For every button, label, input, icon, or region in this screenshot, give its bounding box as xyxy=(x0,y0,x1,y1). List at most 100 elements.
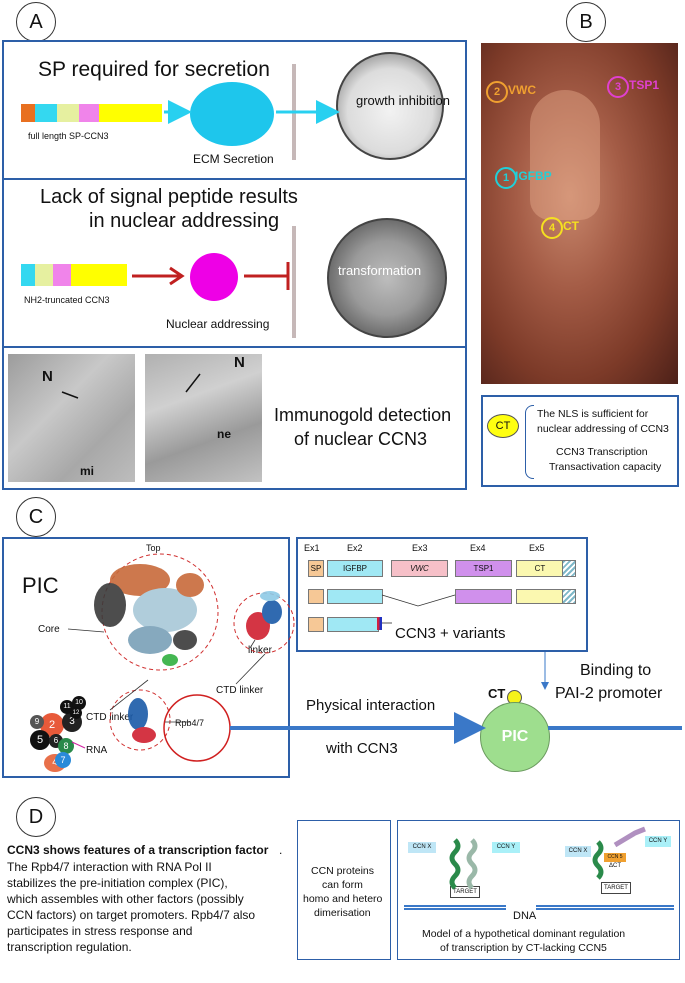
domain-utr xyxy=(562,560,576,577)
sec1-plate-label-1: growth inhibition xyxy=(356,93,450,108)
subunit-ball-7: 7 xyxy=(55,752,71,768)
model-line2: of transcription by CT-lacking CCN5 xyxy=(440,942,607,954)
sec1-blob-label: ECM Secretion xyxy=(193,152,274,166)
em-left-N: N xyxy=(42,368,53,385)
delta-ct-label: ΔCT xyxy=(609,863,622,869)
model-box xyxy=(397,820,680,960)
panel-d-body-5: participates in stress response and xyxy=(7,924,193,938)
target-label-1: TARGET xyxy=(450,886,480,898)
exon-label-4: Ex4 xyxy=(470,543,486,553)
em-right-ne: ne xyxy=(217,427,232,441)
variant2-utr xyxy=(562,589,576,604)
binding-line2: PAI-2 promoter xyxy=(555,685,663,702)
variant3-stop xyxy=(377,617,382,630)
panel-a-divider-1 xyxy=(2,178,467,180)
sec3-text-line1: Immunogold detection xyxy=(274,405,452,425)
ecm-secretion-blob xyxy=(190,82,274,146)
domain-vwc: VWC xyxy=(391,560,448,577)
model-line1: Model of a hypothetical dominant regulat… xyxy=(422,928,626,940)
variant2-tsp1 xyxy=(455,589,512,604)
variant2-sp xyxy=(308,589,324,604)
sec2-plate-label: transformation xyxy=(338,263,422,278)
panel-d-body-6: transcription regulation. xyxy=(7,940,132,954)
sec3-text-line2: of nuclear CCN3 xyxy=(294,429,428,449)
rpb47-label: Rpb4/7 xyxy=(175,718,205,728)
sec1-separator-bar xyxy=(292,64,296,160)
ccn-x-tag: CCN X xyxy=(408,842,436,853)
legend-line3: CCN3 Transcription xyxy=(556,446,648,458)
panel-b-legend xyxy=(481,395,679,487)
domain-tsp1: TSP1 xyxy=(455,560,512,577)
nuclear-addressing-blob xyxy=(190,253,238,301)
panel-label-a: A xyxy=(16,2,56,42)
statue-photo xyxy=(481,43,678,384)
subunit-ball-12: 12 xyxy=(70,707,82,719)
panel-d-bold-dot: . xyxy=(279,843,283,857)
interaction-line2: with CCN3 xyxy=(326,740,398,757)
panel-label-b: B xyxy=(566,2,606,42)
exon-label-3: Ex3 xyxy=(412,543,428,553)
domain-igfbp: IGFBP xyxy=(327,560,383,577)
structure-top-label: Top xyxy=(146,543,161,553)
pic-circle: PIC xyxy=(480,702,550,772)
exon-diagram-frame xyxy=(296,537,588,652)
variants-label: CCN3 + variants xyxy=(395,625,506,642)
ctd-linker-left-label: CTD linker xyxy=(86,712,134,723)
rna-label: RNA xyxy=(86,745,108,756)
panel-label-c: C xyxy=(16,497,56,537)
ccn-x-tag-2: CCN X xyxy=(565,846,591,857)
pic-structure-frame xyxy=(2,537,290,778)
binding-line1: Binding to xyxy=(580,662,652,679)
pic-label: PIC xyxy=(22,573,59,598)
sec2-construct-label: NH2-truncated CCN3 xyxy=(24,295,110,305)
legend-line2: nuclear addressing of CCN3 xyxy=(537,423,669,435)
legend-line4: Transactivation capacity xyxy=(549,461,662,473)
sec2-plate xyxy=(327,218,447,338)
panel-d-bold-line: CCN3 shows features of a transcription f… xyxy=(7,843,269,857)
em-image-right xyxy=(145,354,262,482)
panel-d-body-1: The Rpb4/7 interaction with RNA Pol II xyxy=(7,860,212,874)
interaction-line1: Physical interaction xyxy=(306,697,436,714)
sec1-construct-label: full length SP-CCN3 xyxy=(28,131,109,141)
em-left-mi: mi xyxy=(80,464,95,478)
ccn-y-tag-2: CCN Y xyxy=(645,836,671,847)
variant3-igfbp xyxy=(327,617,379,632)
box1-line4: dimerisation xyxy=(314,907,371,919)
panel-d-body-4: CCN factors) on target promoters. Rpb4/7… xyxy=(7,908,256,922)
legend-brace xyxy=(525,405,534,479)
panel-a-divider-2 xyxy=(2,346,467,348)
panel-label-d: D xyxy=(16,797,56,837)
sec1-construct-bar xyxy=(21,104,162,122)
panel-d-body-3: which assembles with other factors (poss… xyxy=(7,892,244,906)
sec1-title: SP required for secretion xyxy=(38,58,270,81)
box1-line2: can form xyxy=(322,879,363,891)
linker-label: linker xyxy=(248,645,272,656)
ccn5-tag: CCN 5 xyxy=(604,853,626,862)
subunit-ball-8: 8 xyxy=(58,738,74,754)
domain-ct: CT xyxy=(516,560,564,577)
em-right-N: N xyxy=(234,354,245,371)
subunit-ball-10: 10 xyxy=(72,696,86,710)
legend-line1: The NLS is sufficient for xyxy=(537,408,649,420)
sec2-title-line1: Lack of signal peptide results xyxy=(40,186,298,208)
variant2-ct xyxy=(516,589,564,604)
exon-label-5: Ex5 xyxy=(529,543,545,553)
box1-line3: homo and hetero xyxy=(303,893,383,905)
exon-label-1: Ex1 xyxy=(304,543,320,553)
core-label: Core xyxy=(38,624,60,635)
dimerisation-box xyxy=(297,820,391,960)
sec2-separator-bar xyxy=(292,226,296,338)
ccn-y-tag: CCN Y xyxy=(492,842,520,853)
panel-d-body-2: stabilizes the pre-initiation complex (P… xyxy=(7,876,228,890)
dna-label: DNA xyxy=(513,910,537,922)
em-image-left xyxy=(8,354,135,482)
subunit-ball-5: 5 xyxy=(30,730,50,750)
ct-label: CT xyxy=(488,686,506,701)
legend-ct-badge: CT xyxy=(487,414,519,438)
subunit-ball-9: 9 xyxy=(30,715,44,729)
ctd-linker-right-label: CTD linker xyxy=(216,685,264,696)
panel-a-frame xyxy=(2,40,467,490)
sec2-blob-label: Nuclear addressing xyxy=(166,317,270,331)
box1-line1: CCN proteins xyxy=(311,865,375,877)
target-label-2: TARGET xyxy=(601,882,631,894)
